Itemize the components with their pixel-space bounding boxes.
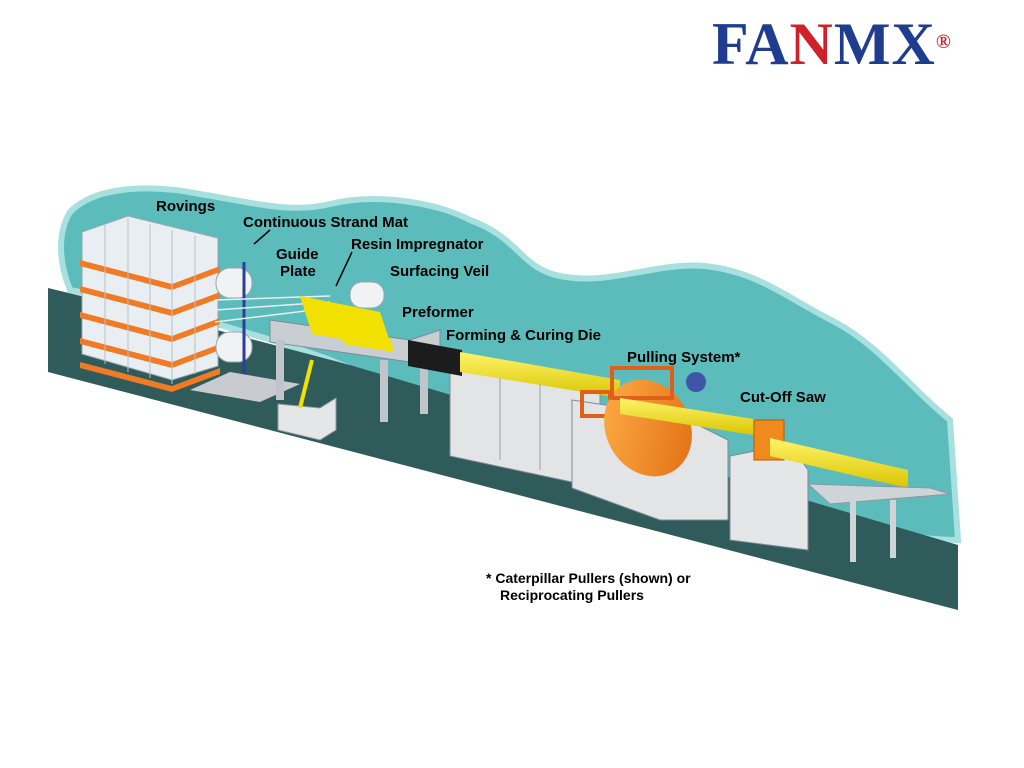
footnote-line2: Reciprocating Pullers [500, 587, 644, 603]
label-pulling-system: Pulling System* [627, 349, 741, 366]
label-forming-curing-die: Forming & Curing Die [446, 327, 601, 344]
mat-pointer-arrow [253, 229, 271, 245]
registered-mark: ® [935, 31, 952, 53]
label-guide-plate-line2: Plate [280, 263, 316, 280]
label-guide-plate-line1: Guide [276, 246, 319, 263]
label-cut-off-saw: Cut-Off Saw [740, 389, 826, 406]
logo-part-mx: MX [833, 11, 936, 77]
logo-part-fa: FA [712, 11, 790, 77]
resin-impregnator [269, 281, 441, 441]
logo-part-n: N [789, 11, 834, 77]
label-resin-impregnator: Resin Impregnator [351, 236, 484, 253]
label-rovings: Rovings [156, 198, 216, 215]
label-continuous-strand-mat: Continuous Strand Mat [243, 214, 408, 231]
label-surfacing-veil: Surfacing Veil [390, 263, 490, 280]
strand-mat-rolls [190, 262, 331, 402]
pulling-system [571, 366, 760, 521]
cut-off-saw [729, 419, 951, 562]
label-preformer: Preformer [402, 304, 474, 321]
forming-curing-die [408, 340, 620, 489]
footnote: * Caterpillar Pullers (shown) or Recipro… [486, 570, 691, 604]
impregnator-pointer-arrow [335, 251, 353, 287]
footnote-line1: * Caterpillar Pullers (shown) or [486, 570, 691, 586]
rovings-creel [80, 215, 220, 392]
fanmx-logo: FANMX® [712, 12, 1012, 76]
